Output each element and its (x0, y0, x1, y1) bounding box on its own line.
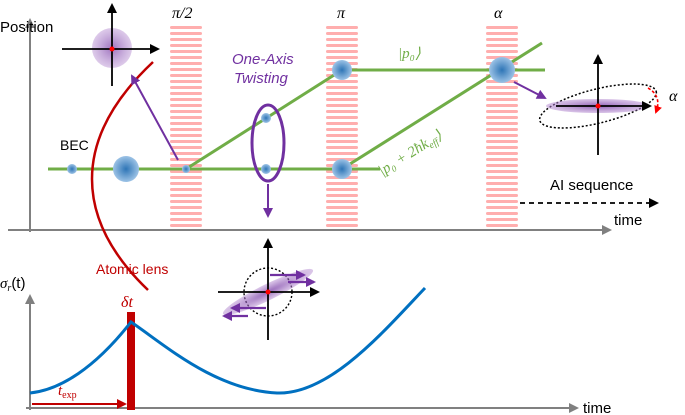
cloud-at-split (182, 165, 190, 173)
time-axis-top-label: time (614, 212, 642, 229)
pulse-column-pi-half (170, 26, 202, 227)
cloud-final (489, 57, 515, 83)
atomic-lens-curve (90, 61, 154, 291)
top-axes (8, 18, 612, 235)
alpha-rotation-label: α (669, 88, 678, 105)
bec-cloud (67, 164, 77, 174)
pulse-pi-half-label: π/2 (172, 5, 192, 22)
pulse-pi-label: π (337, 5, 346, 22)
squeezed-state-ellipse-icon (538, 83, 658, 129)
state-p0-label: |p₀⟩ (398, 46, 421, 62)
cloud-mirror-upper (332, 60, 352, 80)
time-axis-bottom-label: time (583, 400, 611, 415)
atomic-lens-label: Atomic lens (96, 261, 168, 277)
t-exp-label: texp (58, 383, 77, 401)
initial-state-inset (62, 3, 160, 86)
inset2-center-dot (595, 103, 601, 109)
delta-t-label: δt (121, 294, 133, 311)
sigma-curve (29, 286, 427, 395)
inset3-center-dot (265, 289, 271, 295)
ai-sequence-label: AI sequence (550, 177, 633, 194)
pulse-alpha-label: α (494, 5, 503, 22)
atom-clouds (67, 57, 515, 182)
pulse-column-pi (326, 26, 358, 227)
pulse-column-alpha (486, 26, 518, 227)
cloud-upper-twist (261, 113, 271, 123)
svg-text:|p₀ + 2ħkeff⟩: |p₀ + 2ħkeff⟩ (376, 128, 447, 181)
sigma-axis-label: σr(t) (0, 275, 25, 294)
cloud-mirror-lower (332, 159, 352, 179)
state-p0-2hk-label: |p₀ + 2ħkeff⟩ (376, 128, 447, 181)
cloud-lower-twist (261, 164, 271, 174)
final-state-inset (538, 54, 662, 155)
inset1-center-dot (109, 46, 115, 52)
laser-pulses (170, 26, 518, 227)
arrow-to-initial-inset (131, 74, 179, 161)
oat-label-line2: Twisting (234, 70, 289, 87)
rotation-arrow-icon (647, 87, 662, 114)
oat-label-line1: One-Axis (232, 51, 294, 68)
twisting-ellipse (250, 103, 286, 183)
expanded-cloud (113, 156, 139, 182)
bec-label: BEC (60, 137, 89, 153)
twisting-inset (218, 238, 320, 340)
position-axis-label: Position (0, 19, 53, 36)
lens-pulse-bar (127, 312, 135, 410)
bottom-axes (25, 294, 579, 413)
arrow-to-final-inset (513, 81, 547, 99)
